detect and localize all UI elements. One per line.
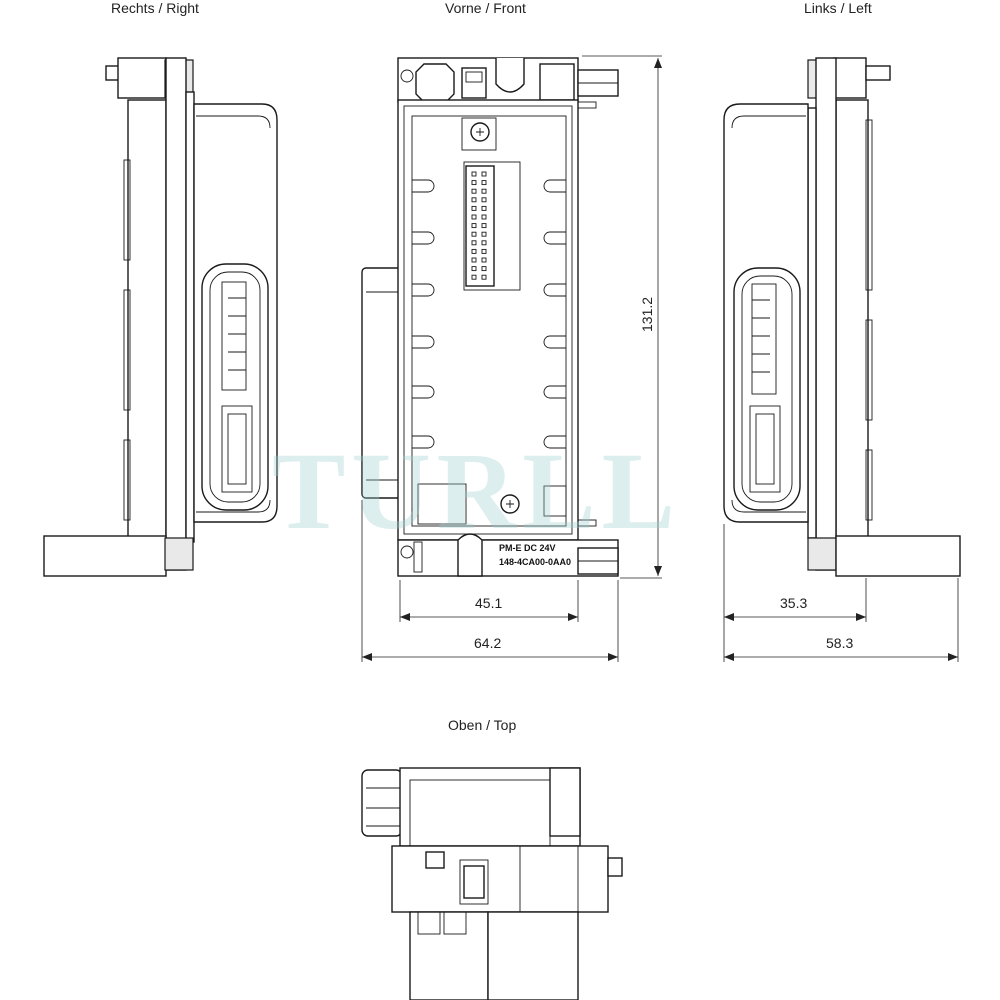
ribbon-pin (481, 197, 487, 203)
ribbon-pin (481, 214, 487, 220)
dim-left-total-text: 58.3 (826, 635, 853, 651)
front-slots (412, 179, 566, 449)
ribbon-pin (471, 266, 477, 272)
view-title-top: Oben / Top (448, 717, 517, 733)
dim-left-inner-text: 35.3 (780, 595, 807, 611)
front-view: PM-E DC 24V 148-4CA00-0AA0 (361, 55, 662, 662)
slot-notch (412, 335, 435, 349)
dimension-45-1: 45.1 (400, 595, 578, 621)
top-view (361, 767, 623, 1000)
slot-notch (412, 283, 435, 297)
dimension-35-3: 35.3 (724, 595, 866, 621)
ribbon-pin (481, 266, 487, 272)
ribbon-pin (481, 248, 487, 254)
ribbon-pin (471, 231, 477, 237)
slot-notch (412, 179, 435, 193)
ribbon-pin (471, 188, 477, 194)
slot-notch (543, 385, 566, 399)
slot-notch (543, 283, 566, 297)
module-label-line2: 148-4CA00-0AA0 (499, 557, 571, 567)
ribbon-pin (471, 223, 477, 229)
left-side-view (723, 57, 961, 662)
ribbon-pin (481, 240, 487, 246)
ribbon-pin (471, 257, 477, 263)
ribbon-pin (481, 171, 487, 177)
dim-front-total-text: 64.2 (474, 635, 501, 651)
ribbon-pin (481, 231, 487, 237)
view-title-front: Vorne / Front (445, 0, 526, 16)
ribbon-pin (481, 188, 487, 194)
ribbon-pin (471, 240, 477, 246)
slot-notch (543, 435, 566, 449)
ribbon-pin (471, 180, 477, 186)
ribbon-pin (471, 171, 477, 177)
ribbon-pin (481, 180, 487, 186)
dim-front-inner-text: 45.1 (475, 595, 502, 611)
ribbon-pin (471, 214, 477, 220)
ribbon-pin (471, 205, 477, 211)
slot-notch (543, 179, 566, 193)
slot-notch (412, 435, 435, 449)
view-title-left: Links / Left (804, 0, 872, 16)
dim-height-text: 131.2 (639, 297, 655, 332)
ribbon-pin (481, 274, 487, 280)
ribbon-pin (471, 197, 477, 203)
ribbon-pin (481, 205, 487, 211)
view-title-right: Rechts / Right (111, 0, 199, 16)
ribbon-pin (481, 223, 487, 229)
slot-notch (543, 335, 566, 349)
dimension-58-3: 58.3 (724, 635, 958, 661)
module-label-line1: PM-E DC 24V (499, 543, 556, 553)
dimension-131-2: 131.2 (639, 58, 662, 576)
watermark: TURLL (272, 430, 681, 552)
ribbon-pin (481, 257, 487, 263)
slot-notch (412, 231, 435, 245)
right-side-view (43, 57, 278, 577)
slot-notch (412, 385, 435, 399)
dimension-64-2: 64.2 (362, 635, 618, 661)
front-ribbon-pins (471, 171, 487, 280)
slot-notch (543, 231, 566, 245)
ribbon-pin (471, 274, 477, 280)
ribbon-pin (471, 248, 477, 254)
